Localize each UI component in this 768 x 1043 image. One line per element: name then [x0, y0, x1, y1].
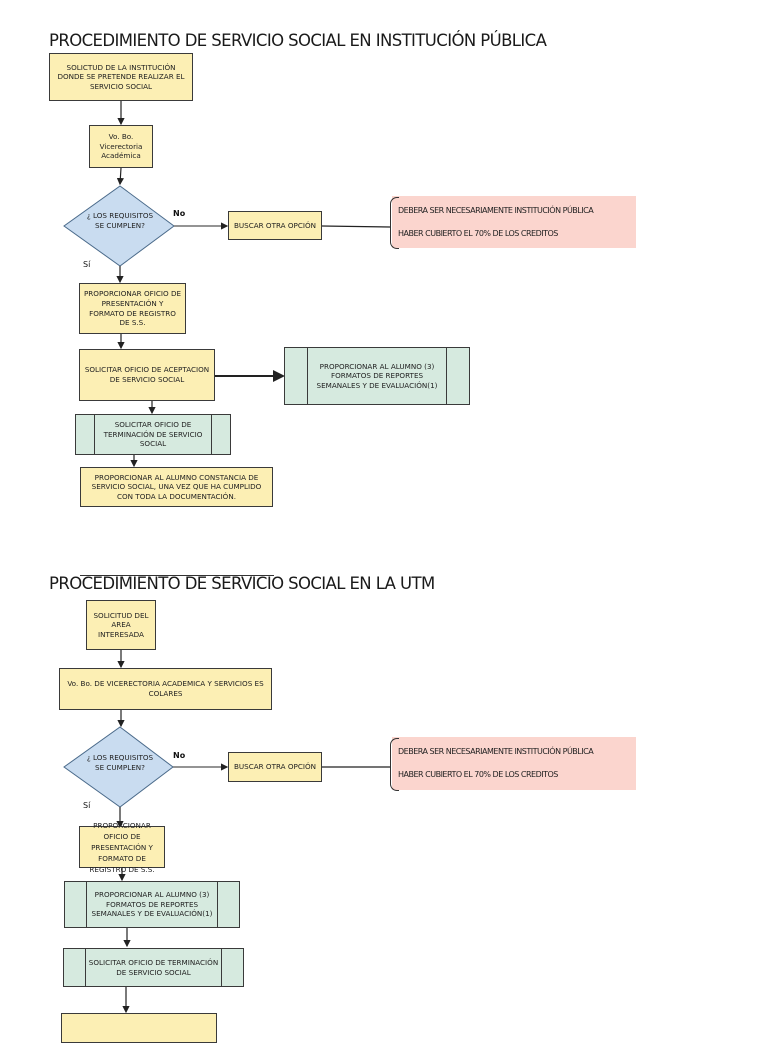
process-step-label: BUSCAR OTRA OPCIÓN: [233, 762, 317, 772]
process-step-label: Vo. Bo. Vicerectoria Académica: [99, 132, 143, 161]
section-title: PROCEDIMIENTO DE SERVICIO SOCIAL EN LA U…: [49, 574, 435, 593]
branch-label-no: No: [173, 209, 186, 218]
process-step-label: PROPORCIONAR OFICIO DE PRESENTACIÓN Y FO…: [89, 820, 155, 874]
divider: [307, 348, 308, 404]
predefined-process-termination: SOLICITAR OFICIO DE TERMINACIÓN DE SERVI…: [75, 414, 231, 455]
connector: [321, 225, 391, 228]
divider: [217, 882, 218, 927]
process-step-label: SOLICTUD DE LA INSTITUCIÓN DONDE SE PRET…: [57, 62, 185, 91]
process-step-label: PROPORCIONAR AL ALUMNO (3) FORMATOS DE R…: [316, 361, 438, 390]
process-step-label: SOLICITAR OFICIO DE TERMINACIÓN DE SERVI…: [88, 957, 219, 977]
process-step-request: SOLICTUD DE LA INSTITUCIÓN DONDE SE PRET…: [49, 53, 193, 101]
process-step-approval: Vo. Bo. DE VICERECTORIA ACADEMICA Y SERV…: [59, 668, 272, 710]
requirements-note: [392, 737, 636, 790]
connector: [116, 167, 124, 186]
divider: [211, 415, 212, 454]
branch-label-yes: Sí: [83, 260, 91, 269]
process-step-label: Vo. Bo. DE VICERECTORIA ACADEMICA Y SERV…: [67, 679, 264, 698]
process-step-request: SOLICITUD DEL AREA INTERESADA: [86, 600, 156, 650]
divider: [446, 348, 447, 404]
brace-icon: [390, 738, 399, 791]
section-title: PROCEDIMIENTO DE SERVICIO SOCIAL EN INST…: [49, 31, 547, 50]
title-overline: [80, 575, 274, 576]
divider: [85, 949, 86, 986]
process-step-label: PROPORCIONAR OFICIO DE PRESENTACIÓN Y FO…: [83, 289, 182, 328]
predefined-process-report-formats: PROPORCIONAR AL ALUMNO (3) FORMATOS DE R…: [284, 347, 470, 405]
divider: [86, 882, 87, 927]
process-step-certificate: PROPORCIONAR AL ALUMNO CONSTANCIA DE SER…: [80, 467, 273, 507]
process-step-label: PROPORCIONAR AL ALUMNO (3) FORMATOS DE R…: [91, 890, 213, 919]
process-step-alternative: BUSCAR OTRA OPCIÓN: [228, 752, 322, 782]
predefined-process-termination: SOLICITAR OFICIO DE TERMINACIÓN DE SERVI…: [63, 948, 244, 987]
requirement-item: DEBERA SER NECESARIAMENTE INSTITUCIÓN PÚ…: [398, 747, 594, 756]
process-step-label: SOLICITAR OFICIO DE TERMINACIÓN DE SERVI…: [103, 420, 203, 449]
predefined-process-report-formats: PROPORCIONAR AL ALUMNO (3) FORMATOS DE R…: [64, 881, 240, 928]
process-step-approval: Vo. Bo. Vicerectoria Académica: [89, 125, 153, 168]
decision-label: ¿ LOS REQUISITOS SE CUMPLEN?: [86, 211, 154, 230]
process-step-acceptance: SOLICITAR OFICIO DE ACEPTACION DE SERVIC…: [79, 349, 215, 401]
requirement-item: DEBERA SER NECESARIAMENTE INSTITUCIÓN PÚ…: [398, 206, 594, 215]
process-step-label: PROPORCIONAR AL ALUMNO CONSTANCIA DE SER…: [91, 472, 262, 501]
brace-icon: [390, 197, 399, 249]
process-step-label: SOLICITUD DEL AREA INTERESADA: [93, 610, 149, 639]
process-step-certificate: [61, 1013, 217, 1043]
branch-label-yes: Sí: [83, 801, 91, 810]
process-step-presentation: PROPORCIONAR OFICIO DE PRESENTACIÓN Y FO…: [79, 821, 165, 874]
requirement-item: HABER CUBIERTO EL 70% DE LOS CREDITOS: [398, 229, 558, 238]
process-step-presentation: PROPORCIONAR OFICIO DE PRESENTACIÓN Y FO…: [79, 283, 186, 334]
process-step-label: SOLICITAR OFICIO DE ACEPTACION DE SERVIC…: [84, 365, 210, 384]
requirement-item: HABER CUBIERTO EL 70% DE LOS CREDITOS: [398, 770, 558, 779]
process-step-alternative: BUSCAR OTRA OPCIÓN: [228, 211, 322, 240]
process-step-label: BUSCAR OTRA OPCIÓN: [233, 220, 317, 230]
divider: [94, 415, 95, 454]
decision-label: ¿ LOS REQUISITOS SE CUMPLEN?: [86, 753, 154, 772]
branch-label-no: No: [173, 751, 186, 760]
requirements-note: [392, 196, 636, 248]
divider: [221, 949, 222, 986]
